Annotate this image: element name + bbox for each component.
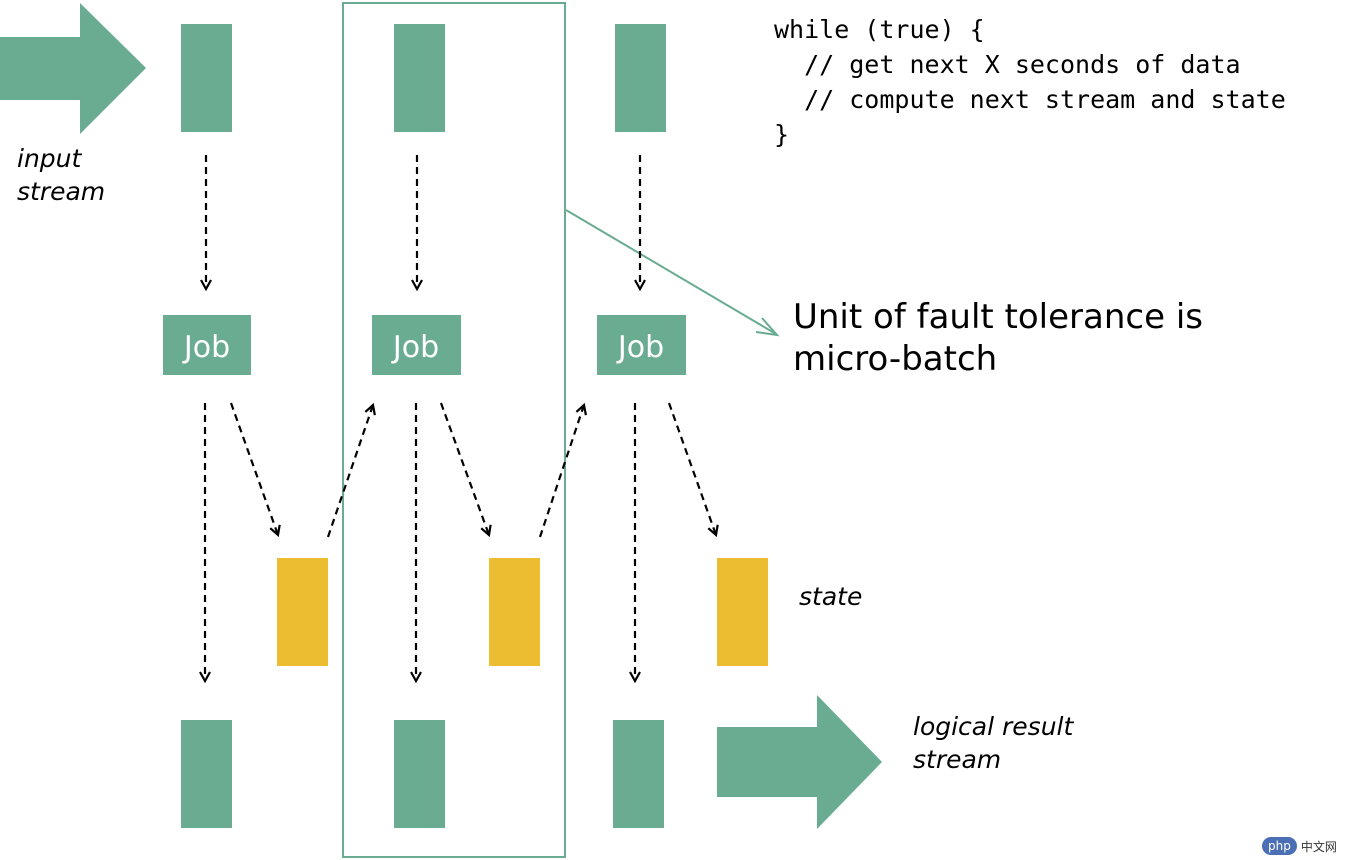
result-stream-label-line-1: logical result bbox=[913, 712, 1074, 741]
callout-line bbox=[565, 209, 777, 335]
fault-tolerance-callout: Unit of fault tolerance is micro-batch bbox=[793, 296, 1203, 380]
job-label-1: Job bbox=[182, 330, 230, 365]
job-label-3: Job bbox=[616, 330, 664, 365]
code-line: // get next X seconds of data bbox=[774, 50, 1241, 79]
state-block-1 bbox=[277, 558, 328, 666]
logical-result-stream-label: logical result stream bbox=[913, 710, 1073, 776]
pseudocode-block: while (true) { // get next X seconds of … bbox=[774, 12, 1286, 152]
arrow-job-to-state-1 bbox=[229, 402, 278, 535]
output-block-2 bbox=[394, 720, 445, 828]
output-block-1 bbox=[181, 720, 232, 828]
job-box-1: Job bbox=[163, 315, 251, 375]
job-box-3: Job bbox=[597, 315, 686, 375]
arrow-state-to-job-2 bbox=[326, 405, 373, 538]
arrow-state-to-job-3 bbox=[538, 405, 584, 538]
arrow-job-to-state-2 bbox=[439, 402, 489, 535]
output-block-3 bbox=[613, 720, 664, 828]
callout-line-1: Unit of fault tolerance is bbox=[793, 297, 1203, 337]
code-line: // compute next stream and state bbox=[774, 85, 1286, 114]
input-block-1 bbox=[181, 24, 232, 132]
callout-arrowhead bbox=[755, 317, 780, 337]
watermark-text: 中文网 bbox=[1300, 839, 1337, 854]
job-box-2: Job bbox=[372, 315, 461, 375]
micro-batch-highlight-box bbox=[342, 2, 566, 858]
site-watermark: php 中文网 bbox=[1262, 834, 1346, 858]
callout-line-2: micro-batch bbox=[793, 339, 998, 379]
job-label-2: Job bbox=[391, 330, 439, 365]
input-block-3 bbox=[615, 24, 666, 132]
input-block-2 bbox=[394, 24, 445, 132]
code-line: while (true) { bbox=[774, 15, 985, 44]
input-stream-label-line-1: input bbox=[17, 144, 82, 173]
code-line: } bbox=[774, 120, 790, 149]
state-block-3 bbox=[717, 558, 768, 666]
input-stream-label-line-2: stream bbox=[17, 177, 106, 206]
input-stream-label: input stream bbox=[17, 142, 105, 208]
result-stream-arrow bbox=[717, 695, 882, 829]
state-block-2 bbox=[489, 558, 540, 666]
watermark-badge: php bbox=[1262, 837, 1297, 855]
input-stream-arrow bbox=[0, 3, 146, 134]
state-label: state bbox=[799, 582, 863, 611]
arrow-job-to-state-3 bbox=[667, 402, 716, 535]
result-stream-label-line-2: stream bbox=[913, 745, 1002, 774]
